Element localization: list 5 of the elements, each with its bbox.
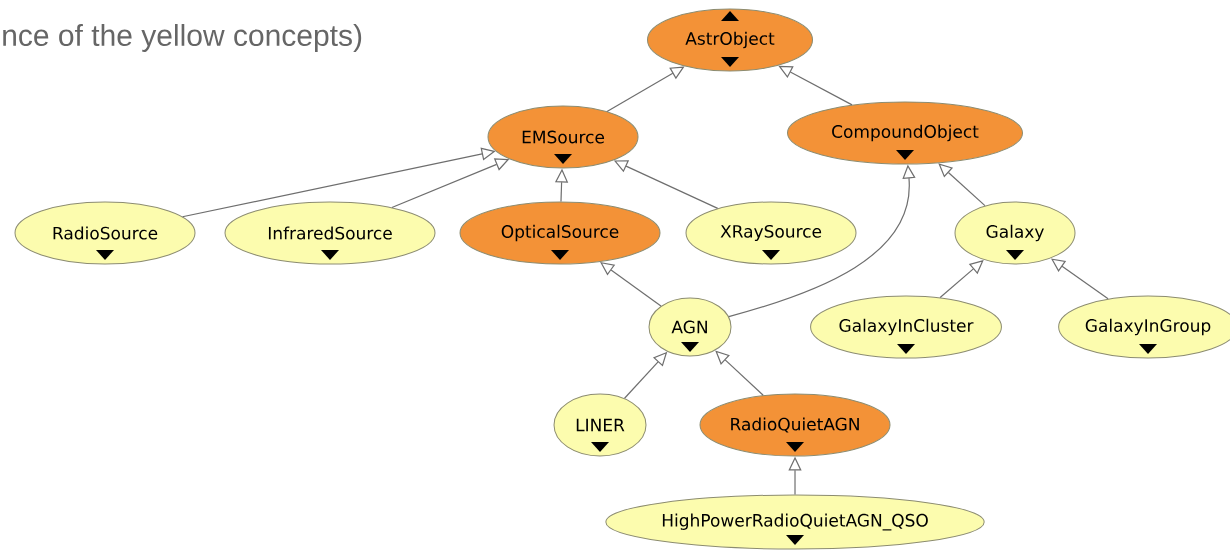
arrow [778, 65, 853, 106]
arrow [715, 350, 764, 396]
arrow [938, 163, 986, 207]
arrow [939, 260, 984, 299]
heading-text: nce of the yellow concepts) [3, 24, 362, 52]
